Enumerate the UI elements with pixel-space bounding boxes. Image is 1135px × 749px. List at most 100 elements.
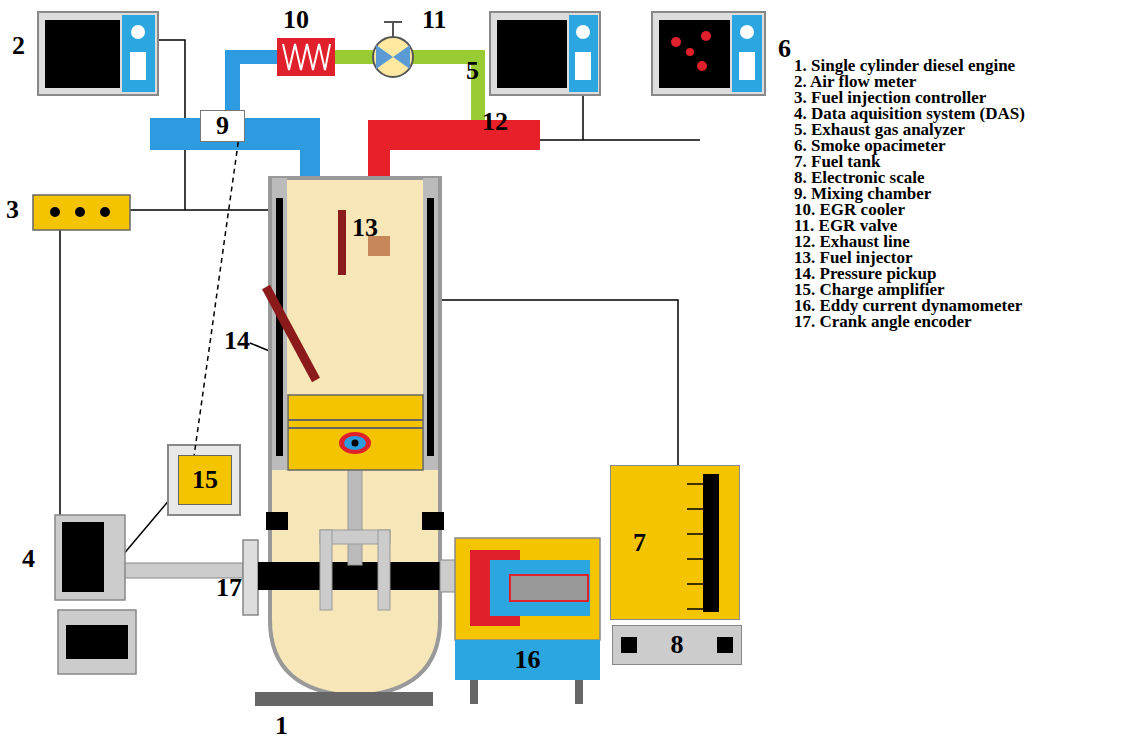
- smoke-opacimeter: [701, 31, 711, 41]
- legend-entry: 16. Eddy current dynamometer: [794, 298, 1025, 314]
- data-acquisition-computer: [62, 522, 104, 592]
- air-flow-meter: [122, 15, 155, 92]
- exhaust-gas-analyzer: [576, 25, 590, 39]
- egr-valve: [373, 22, 413, 77]
- gauge-tick: [687, 508, 703, 510]
- callout-number: 16: [515, 646, 541, 674]
- data-acquisition-computer: [55, 515, 136, 674]
- egr-valve: [384, 21, 402, 23]
- smoke-opacimeter: [671, 37, 681, 47]
- level-gauge: [703, 474, 719, 612]
- engine-body: [338, 210, 346, 275]
- exhaust-gas-analyzer: [497, 20, 567, 88]
- fuel-injection-controller: [100, 207, 110, 217]
- smoke-opacimeter: [686, 48, 694, 56]
- engine-body: [427, 198, 434, 456]
- legend-entry: 1. Single cylinder diesel engine: [794, 58, 1025, 74]
- legend-entry: 10. EGR cooler: [794, 202, 1025, 218]
- smoke-opacimeter: [652, 12, 765, 95]
- fuel-injection-controller: [33, 195, 130, 230]
- eddy-current-dynamometer: [575, 680, 583, 704]
- callout-number: 11: [422, 6, 447, 34]
- fuel-tank-detail: [611, 466, 741, 621]
- egr-line: [335, 50, 375, 64]
- legend-entry: 11. EGR valve: [794, 218, 1025, 234]
- legend-entry: 15. Charge amplifier: [794, 282, 1025, 298]
- air-flow-meter: [38, 12, 158, 95]
- callout-number: 9: [216, 112, 229, 140]
- smoke-opacimeter: [697, 61, 707, 71]
- air-flow-meter: [38, 12, 158, 95]
- engine-body: [344, 436, 366, 450]
- callout-number: 8: [671, 631, 684, 659]
- air-flow-meter: [45, 20, 120, 88]
- signal-wire: [582, 95, 584, 140]
- legend-key: 1. Single cylinder diesel engine2. Air f…: [790, 56, 1029, 332]
- fuel-injection-controller: [75, 207, 85, 217]
- callout-number: 17: [216, 574, 242, 602]
- data-acquisition-computer: [55, 515, 125, 600]
- legend-entry: 9. Mixing chamber: [794, 186, 1025, 202]
- dashed-connector: [194, 142, 238, 455]
- engine-body: [270, 178, 440, 696]
- scale-button: [621, 637, 637, 653]
- exhaust-gas-analyzer: [490, 12, 600, 95]
- legend-entry: 7. Fuel tank: [794, 154, 1025, 170]
- gauge-tick: [687, 558, 703, 560]
- engine-body: [352, 440, 359, 447]
- engine-body: [378, 530, 390, 610]
- engine-body: [258, 562, 458, 590]
- signal-wire: [440, 300, 678, 465]
- fuel-injection-controller: [50, 207, 60, 217]
- callout-number: 14: [224, 327, 250, 355]
- gauge-tick: [687, 608, 703, 610]
- fuel-tank: 7: [610, 465, 740, 620]
- data-acquisition-computer: [58, 610, 136, 674]
- callout-number: 1: [275, 712, 288, 740]
- exhaust-gas-analyzer: [575, 52, 591, 80]
- engine-body: [266, 287, 316, 380]
- engine-body: [423, 178, 438, 470]
- callout-number: 7: [633, 529, 646, 557]
- gauge-tick: [687, 583, 703, 585]
- engine-body: [255, 178, 458, 706]
- air-flow-meter: [130, 52, 146, 80]
- smoke-opacimeter: [732, 15, 762, 92]
- engine-body: [276, 198, 283, 456]
- callout-number: 5: [466, 57, 479, 85]
- engine-body: [288, 395, 423, 470]
- engine-body: [288, 427, 423, 429]
- exhaust-gas-analyzer: [569, 15, 598, 92]
- eddy-current-dynamometer: [455, 538, 600, 640]
- egr-cooler: [283, 44, 330, 70]
- legend-entry: 14. Pressure pickup: [794, 266, 1025, 282]
- legend-entry: 5. Exhaust gas analyzer: [794, 122, 1025, 138]
- engine-body: [339, 432, 371, 454]
- engine-body: [320, 530, 332, 610]
- signal-wire: [540, 139, 700, 141]
- eddy-current-dynamometer: [470, 680, 478, 704]
- electronic-scale: 8: [612, 625, 742, 665]
- engine-body: [266, 512, 288, 530]
- egr-cooler: [277, 38, 335, 76]
- dynamometer-base: 16: [455, 640, 600, 680]
- crankshaft: [120, 540, 258, 615]
- intake-pipe: [300, 118, 320, 178]
- eddy-current-dynamometer: [490, 560, 590, 616]
- legend-entry: 8. Electronic scale: [794, 170, 1025, 186]
- engine-body: [422, 512, 444, 530]
- legend-entry: 17. Crank angle encoder: [794, 314, 1025, 330]
- eddy-current-dynamometer: [440, 538, 600, 704]
- air-flow-meter: [131, 25, 145, 39]
- smoke-opacimeter: [659, 20, 730, 88]
- scale-button: [717, 637, 733, 653]
- fuel-injection-controller: [33, 195, 130, 230]
- engine-body: [288, 419, 423, 421]
- smoke-opacimeter: [739, 52, 755, 80]
- gauge-tick: [687, 533, 703, 535]
- egr-valve: [373, 37, 413, 77]
- eddy-current-dynamometer: [510, 575, 588, 601]
- engine-body: [255, 692, 433, 706]
- legend-entry: 4. Data aquisition system (DAS): [794, 106, 1025, 122]
- callout-number: 6: [778, 35, 791, 63]
